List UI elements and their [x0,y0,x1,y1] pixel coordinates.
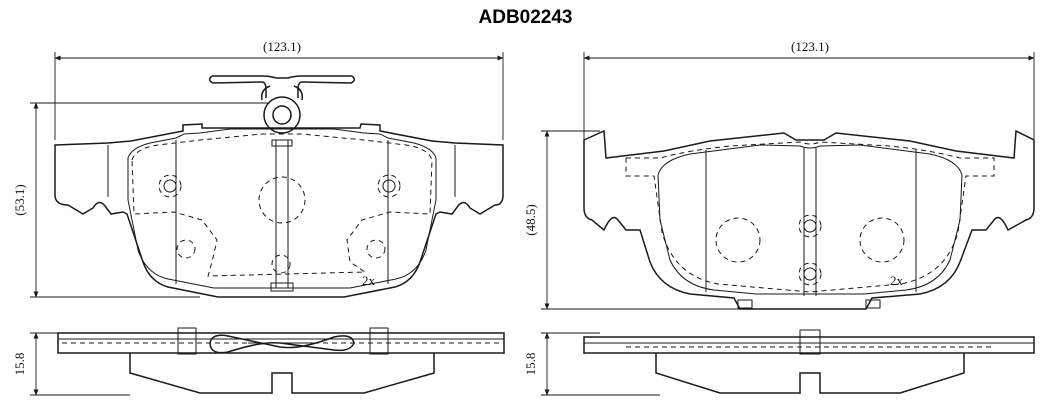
left-height-dimension: (53.1) [12,184,27,215]
part-number-title: ADB02243 [478,7,573,28]
left-width-dimension: (123.1) [263,39,301,54]
right-pad-side-view: 15.8 [523,329,1035,396]
left-pad-front-view: (123.1) (53.1) [12,39,504,298]
left-thickness-dimension: 15.8 [12,353,27,376]
left-qty-label: 2x [362,273,376,288]
left-pad-side-view: 15.8 [12,327,505,396]
right-qty-label: 2x [890,273,904,288]
right-width-dimension: (123.1) [791,39,829,54]
right-thickness-dimension: 15.8 [523,353,538,376]
right-pad-front-view: (123.1) (48.5) 2x [523,39,1035,310]
right-height-dimension: (48.5) [523,204,538,235]
